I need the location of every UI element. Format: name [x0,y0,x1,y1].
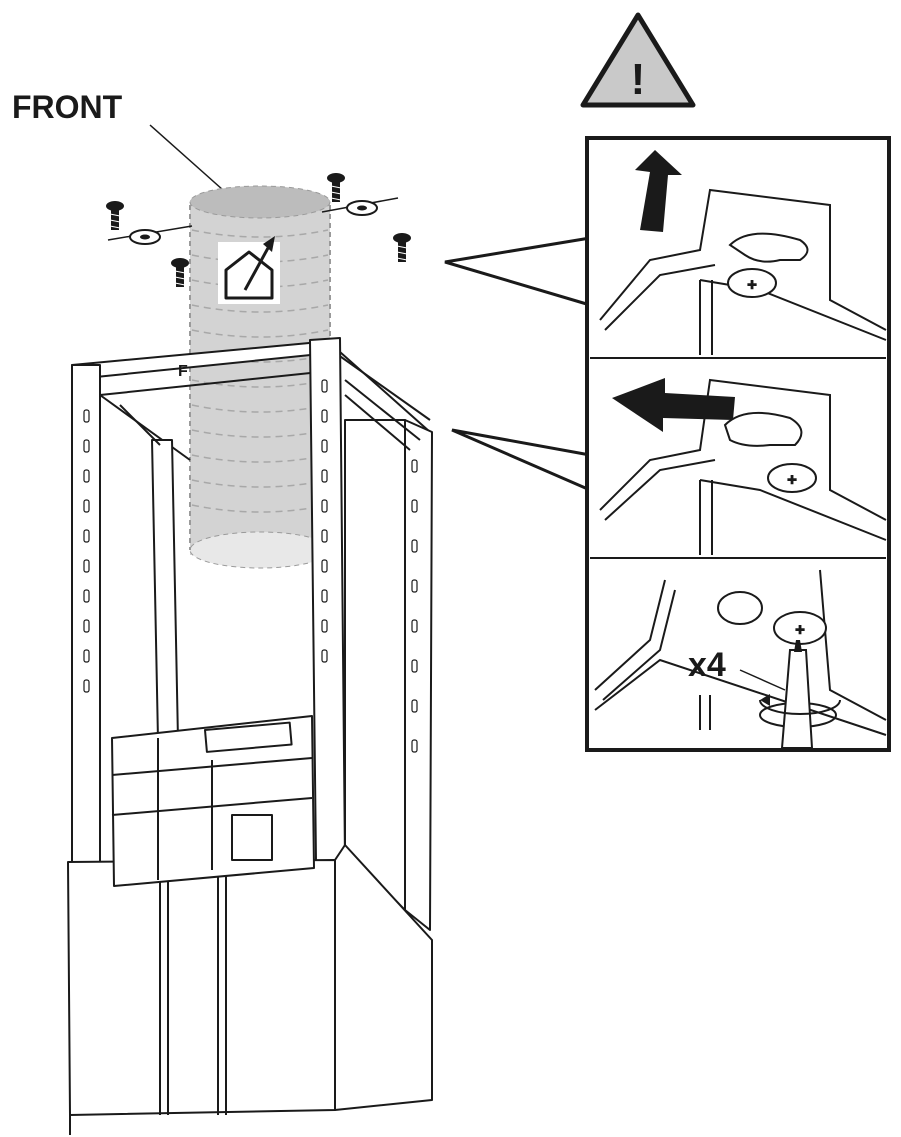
detail-step-lift: ✚ [599,188,887,355]
front-leader-line [149,124,233,199]
detail-leader-top [444,236,591,307]
frame-mark: F [178,363,188,380]
washer-icon [129,229,161,245]
svg-text:✚: ✚ [747,278,757,292]
detail-leader-bottom [451,428,591,492]
warning-triangle-icon: ! [580,12,696,108]
quantity-label: x4 [688,646,726,684]
screw-icon [393,233,411,262]
quantity-leader [739,669,786,691]
washer-icon [346,200,378,216]
parallel-marks [699,695,711,730]
screw-icon [106,201,124,230]
house-vent-arrow-icon [218,236,280,304]
front-label: FRONT [12,89,123,125]
svg-text:✚: ✚ [795,623,805,637]
frame-slots [83,379,418,753]
svg-text:✚: ✚ [787,473,797,487]
detail-step-tighten: ✚ [594,569,887,736]
screw-icon [327,173,345,202]
screw-icon [171,258,189,287]
arrow-right-icon [612,378,735,432]
arrow-up-icon [635,150,682,232]
detail-step-slide: ✚ [599,378,887,555]
support-frame [67,337,433,1135]
warning-glyph: ! [631,55,646,104]
screwdriver-icon [759,640,841,749]
